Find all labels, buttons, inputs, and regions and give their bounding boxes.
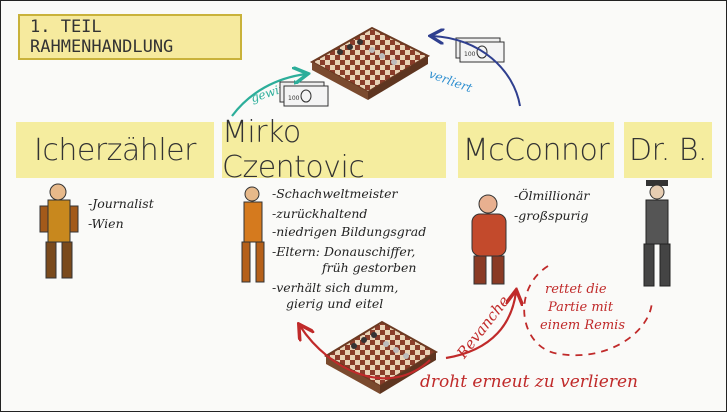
name-card-mcconnor: McConnor [458,122,614,178]
chessboard-top-icon [309,26,431,100]
note-wien: -Wien [88,216,124,231]
name-czentovic: Mirko Czentovic [222,115,365,185]
name-card-drb: Dr. B. [624,122,712,178]
note-journalist: -Journalist [88,196,154,211]
name-drb: Dr. B. [629,132,707,168]
note-eltern: -Eltern: Donauschiffer, [272,244,416,259]
figure-drb-icon [643,180,671,287]
note-oelmillionaer: -Ölmillionär [514,188,590,203]
label-rettet-1: rettet die [545,282,607,297]
figure-czentovic-icon [241,186,265,283]
note-zurueckhaltend: -zurückhaltend [272,206,368,221]
note-schachweltmeister: -Schachweltmeister [272,186,398,201]
label-droht: droht erneut zu verlieren [420,372,638,392]
label-rettet-3: einem Remis [540,318,626,333]
arrow-gewinnt [231,74,306,117]
arrow-rettet-dashed [523,265,653,357]
arrow-droht [300,326,431,380]
arrow-verliert [432,36,521,107]
name-mcconnor: McConnor [462,132,610,168]
money-right-label: 100 [464,51,476,58]
note-grossspurig: -großspurig [514,208,589,223]
name-card-czentovic: Mirko Czentovic [222,115,446,185]
figure-mcconnor-icon [471,194,507,285]
money-stack-left-icon [279,81,329,107]
money-left-label: 100 [288,95,300,102]
arrow-revanche [445,292,516,360]
note-verhaelt: -verhält sich dumm, [272,280,399,295]
note-gierig: gierig und eitel [286,296,384,311]
page-title-text: 1. TEIL RAHMENHANDLUNG [30,17,174,57]
page-title: 1. TEIL RAHMENHANDLUNG [18,14,242,60]
name-icherzaehler: Icherzähler [34,132,196,168]
note-frueh: früh gestorben [322,260,417,275]
chessboard-bottom-icon [324,320,438,394]
name-card-icherzaehler: Icherzähler [16,122,214,178]
label-rettet-2: Partie mit [548,300,614,315]
note-bildungsgrad: -niedrigen Bildungsgrad [272,224,427,239]
figure-icherzaehler-icon [39,183,79,279]
